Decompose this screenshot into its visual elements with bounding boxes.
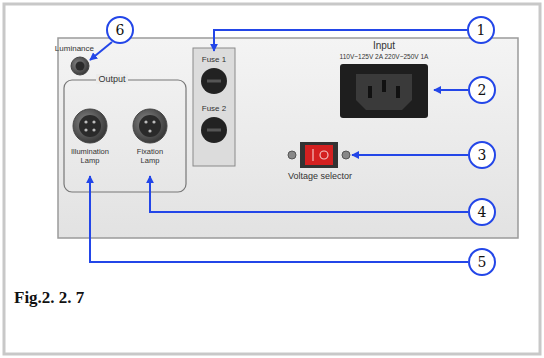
panel-label: Fuse 1 [202, 55, 226, 64]
callout-number: 5 [478, 255, 487, 269]
callout-number: 1 [477, 23, 486, 37]
panel-label: Fixation Lamp [130, 148, 170, 165]
callout-circle: 6 [106, 16, 134, 44]
panel-label: Luminance [55, 44, 94, 53]
panel-label: 110V~125V 2A 220V~250V 1A [340, 53, 429, 60]
callout-circle: 5 [468, 248, 496, 276]
callout-circle: 2 [468, 76, 496, 104]
callout-number: 2 [478, 83, 487, 97]
figure-caption: Fig.2. 2. 7 [14, 288, 84, 308]
callout-number: 3 [478, 148, 487, 162]
panel-label: Illumination Lamp [64, 148, 116, 165]
callout-number: 4 [478, 205, 487, 219]
panel-label: Input [373, 40, 395, 52]
panel-label: Voltage selector [288, 171, 352, 181]
panel-label: Output [96, 74, 127, 84]
callout-circle: 3 [468, 141, 496, 169]
panel-label: Fuse 2 [202, 104, 226, 113]
callout-number: 6 [116, 23, 125, 37]
callout-circle: 1 [467, 16, 495, 44]
callout-circle: 4 [468, 198, 496, 226]
